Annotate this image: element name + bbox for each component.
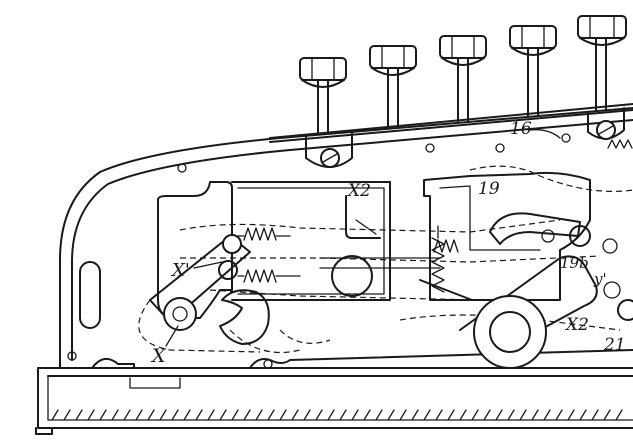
knob-2 (369, 45, 417, 129)
knob-1 (299, 57, 347, 135)
spring-top-right (607, 139, 633, 149)
knob-5 (577, 15, 627, 111)
reference-labels: 16 19 19b X2 X' X X2 21 y' (150, 119, 626, 367)
spring-upper-mid (433, 239, 459, 253)
main-frame (59, 107, 633, 369)
hook-pawl (219, 289, 270, 345)
x2-indicator-bar (345, 195, 381, 239)
spring-lower-left (237, 269, 301, 283)
label-x2-right: X2 (564, 315, 589, 335)
cam-center (319, 255, 441, 297)
spring-upper-left (237, 227, 291, 241)
label-x: X (150, 345, 167, 367)
label-x2-top: X2 (346, 181, 371, 201)
label-16: 16 (510, 119, 532, 139)
frame-holes (67, 133, 571, 369)
screw-bracket-left (305, 131, 353, 168)
label-19: 19 (478, 179, 500, 199)
label-19b: 19b (560, 254, 589, 272)
knob-3 (439, 35, 487, 123)
base-plate (35, 367, 633, 435)
label-21: 21 (603, 335, 626, 355)
frame-slot (79, 261, 101, 329)
spring-vertical (431, 225, 445, 293)
right-cutout (423, 171, 591, 301)
knob-4 (509, 25, 557, 117)
latch-19 (489, 212, 581, 245)
key-knobs (299, 15, 627, 135)
label-x1: X' (170, 260, 190, 281)
lever-arm-main (419, 255, 598, 369)
lever-arm-left (149, 234, 251, 331)
small-wheels (218, 225, 633, 321)
top-rail (269, 103, 633, 143)
label-y1: y' (593, 270, 607, 288)
screw-bracket-right (587, 107, 625, 140)
